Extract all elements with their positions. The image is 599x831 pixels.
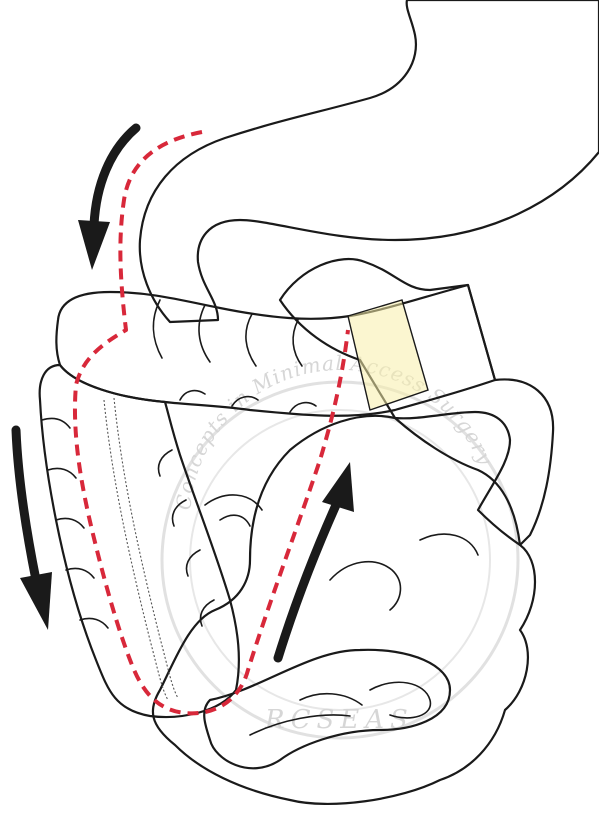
bowel-fold-5 bbox=[300, 694, 362, 705]
arrow-icon bbox=[78, 128, 136, 270]
arrow-2-shaft bbox=[16, 430, 36, 580]
watermark: Concepts in Minimal Access Surgery RCSEA… bbox=[162, 351, 518, 738]
haustra-ascending-8 bbox=[187, 550, 201, 576]
haustra-ascending-4 bbox=[66, 568, 94, 578]
stomach bbox=[140, 0, 599, 322]
haustra-ascending-6 bbox=[159, 450, 173, 476]
arrow-icon bbox=[278, 462, 354, 658]
taenia-coli bbox=[104, 400, 168, 700]
small-bowel-loop bbox=[280, 259, 553, 545]
haustra-ascending-3 bbox=[56, 518, 84, 528]
bowel-fold-3 bbox=[330, 562, 400, 610]
haustra-transverse-7 bbox=[290, 403, 316, 412]
taenia-coli-2 bbox=[114, 398, 178, 698]
arrow-1-head bbox=[78, 220, 110, 270]
haustra-transverse-2 bbox=[199, 305, 210, 362]
arrow-3-head bbox=[322, 462, 354, 512]
bowel-fold-4 bbox=[420, 534, 478, 555]
mesocolon-window bbox=[348, 300, 428, 410]
haustra-ascending-1 bbox=[42, 418, 70, 428]
arrow-2-head bbox=[20, 572, 52, 630]
haustra-transverse-5 bbox=[180, 391, 205, 400]
haustra-ascending-2 bbox=[48, 468, 76, 478]
bowel-fold-1 bbox=[205, 495, 262, 510]
arrow-3-shaft bbox=[278, 505, 336, 658]
arrow-1-shaft bbox=[94, 128, 136, 225]
bowel-fold-2 bbox=[220, 515, 250, 526]
haustra-transverse-3 bbox=[246, 314, 256, 366]
